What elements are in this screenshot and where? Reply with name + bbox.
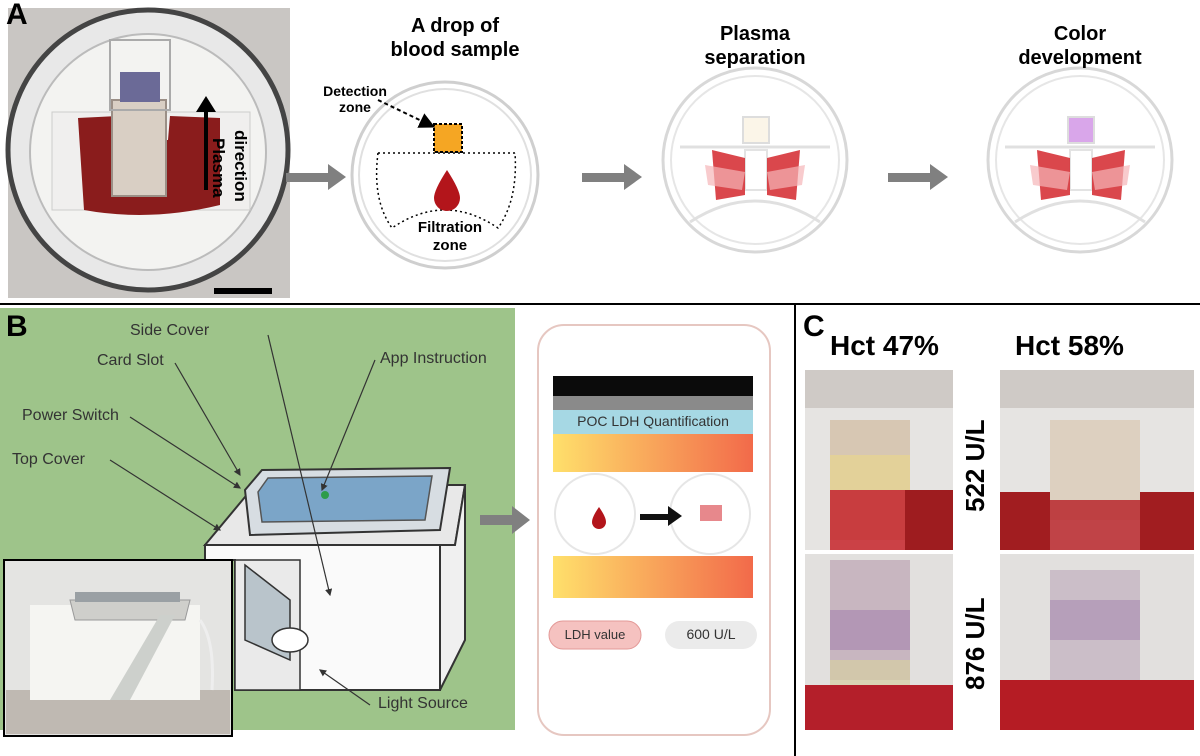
- label-leader-lines: [109, 334, 376, 706]
- hct-58-522-photo: [1000, 370, 1194, 550]
- circle-diagram-plasma-separation: [661, 66, 849, 254]
- step-3-title: Color development: [1018, 23, 1142, 69]
- label-app-instruction: App Instruction: [380, 350, 487, 367]
- hct-58-876-photo: [1000, 554, 1194, 730]
- label-top-cover: Top Cover: [12, 451, 85, 468]
- panel-a-letter: A: [6, 0, 28, 31]
- hct-47-label: Hct 47%: [830, 330, 939, 361]
- conc-876-label: 876 U/L: [960, 597, 990, 691]
- photo-label-plasma: Plasma: [209, 138, 228, 198]
- label-card-slot: Card Slot: [97, 352, 164, 369]
- filtration-zone-label: Filtration zone: [417, 219, 483, 254]
- circle-diagram-blood-drop: [350, 80, 540, 270]
- gray-arrow-3: [888, 164, 948, 190]
- smartphone-app-mockup: [537, 324, 771, 736]
- hct-58-label: Hct 58%: [1015, 330, 1124, 361]
- panel-c-letter: C: [803, 310, 825, 343]
- conc-522-label: 522 U/L: [960, 419, 990, 513]
- gray-arrow-1: [286, 164, 346, 190]
- label-light-source: Light Source: [378, 695, 468, 712]
- app-title: POC LDH Quantification: [577, 413, 729, 429]
- hct-47-522-photo: [805, 370, 953, 550]
- gray-arrow-device-to-app: [480, 506, 530, 534]
- gray-arrow-2: [582, 164, 642, 190]
- circle-diagram-color-development: [986, 66, 1174, 254]
- label-power-switch: Power Switch: [22, 407, 119, 424]
- app-value: 600 U/L: [686, 626, 736, 642]
- detection-zone-label: Detection zone: [323, 83, 387, 115]
- inset-device-photo: [3, 559, 233, 737]
- device-photo: [5, 7, 291, 298]
- label-side-cover: Side Cover: [130, 322, 210, 339]
- photo-label-direction: direction: [231, 130, 250, 202]
- reader-device-schematic: [202, 466, 467, 691]
- step-2-title: Plasma separation: [704, 23, 806, 69]
- plasma-direction-arrow: [196, 96, 216, 190]
- hct-47-876-photo: [805, 554, 953, 730]
- step-1-title: A drop of blood sample: [390, 15, 520, 61]
- app-value-label: LDH value: [564, 627, 626, 642]
- panel-b-letter: B: [6, 310, 28, 343]
